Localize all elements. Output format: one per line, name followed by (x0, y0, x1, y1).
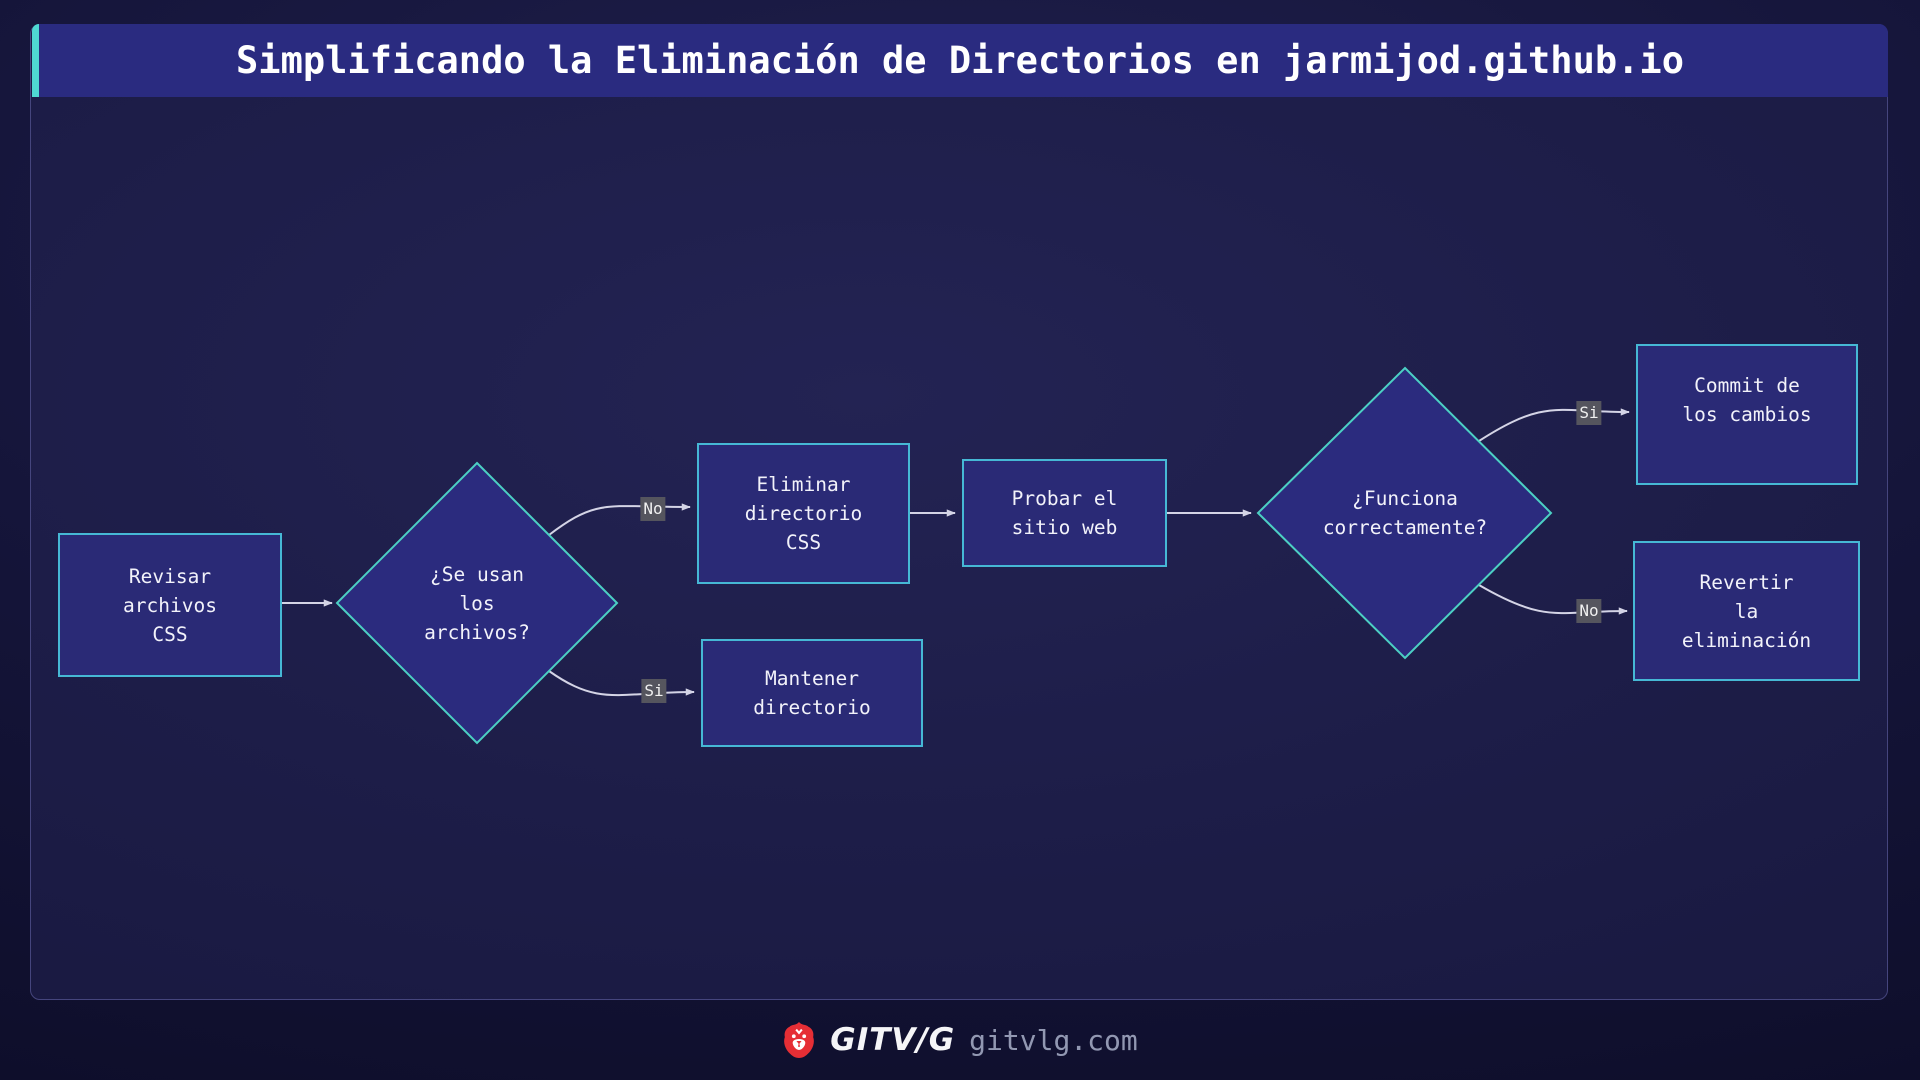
diagram-panel (30, 24, 1888, 1000)
page-title: Simplificando la Eliminación de Director… (236, 39, 1684, 82)
footer-site-link[interactable]: gitvlg.com (969, 1023, 1138, 1057)
lion-brow (795, 1028, 803, 1035)
footer-brand: GITV/G (830, 1022, 956, 1058)
lion-icon (784, 1022, 815, 1058)
title-bar: Simplificando la Eliminación de Director… (32, 24, 1888, 97)
lion-eye-right (802, 1034, 807, 1039)
title-accent-bar (32, 24, 39, 97)
footer: GITV/G gitvlg.com (0, 1000, 1920, 1080)
lion-nose (796, 1040, 802, 1045)
lion-eye-left (792, 1034, 796, 1039)
